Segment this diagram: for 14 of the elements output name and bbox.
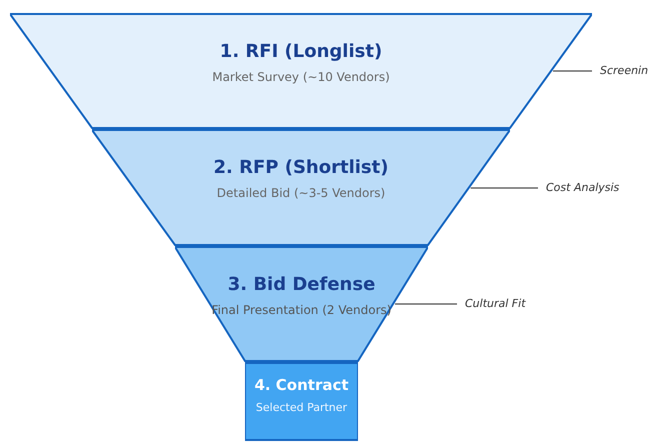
funnel-stage: [92, 129, 510, 246]
stage-title: 1. RFI (Longlist): [218, 41, 384, 62]
funnel-stage: [175, 246, 428, 362]
leader-line: [552, 70, 592, 72]
stage-subtitle: Selected Partner: [254, 401, 348, 414]
stage-title: 4. Contract: [253, 376, 350, 394]
funnel-stage: [10, 13, 592, 129]
annotation-label: Screenin: [600, 64, 648, 77]
annotation-label: Cost Analysis: [546, 181, 620, 194]
stage-subtitle: Market Survey (~10 Vendors): [211, 70, 391, 84]
stage-title: 2. RFP (Shortlist): [212, 157, 390, 178]
stage-subtitle: Detailed Bid (~3-5 Vendors): [216, 186, 386, 200]
stage-title: 3. Bid Defense: [226, 274, 376, 295]
annotation-label: Cultural Fit: [465, 297, 526, 310]
